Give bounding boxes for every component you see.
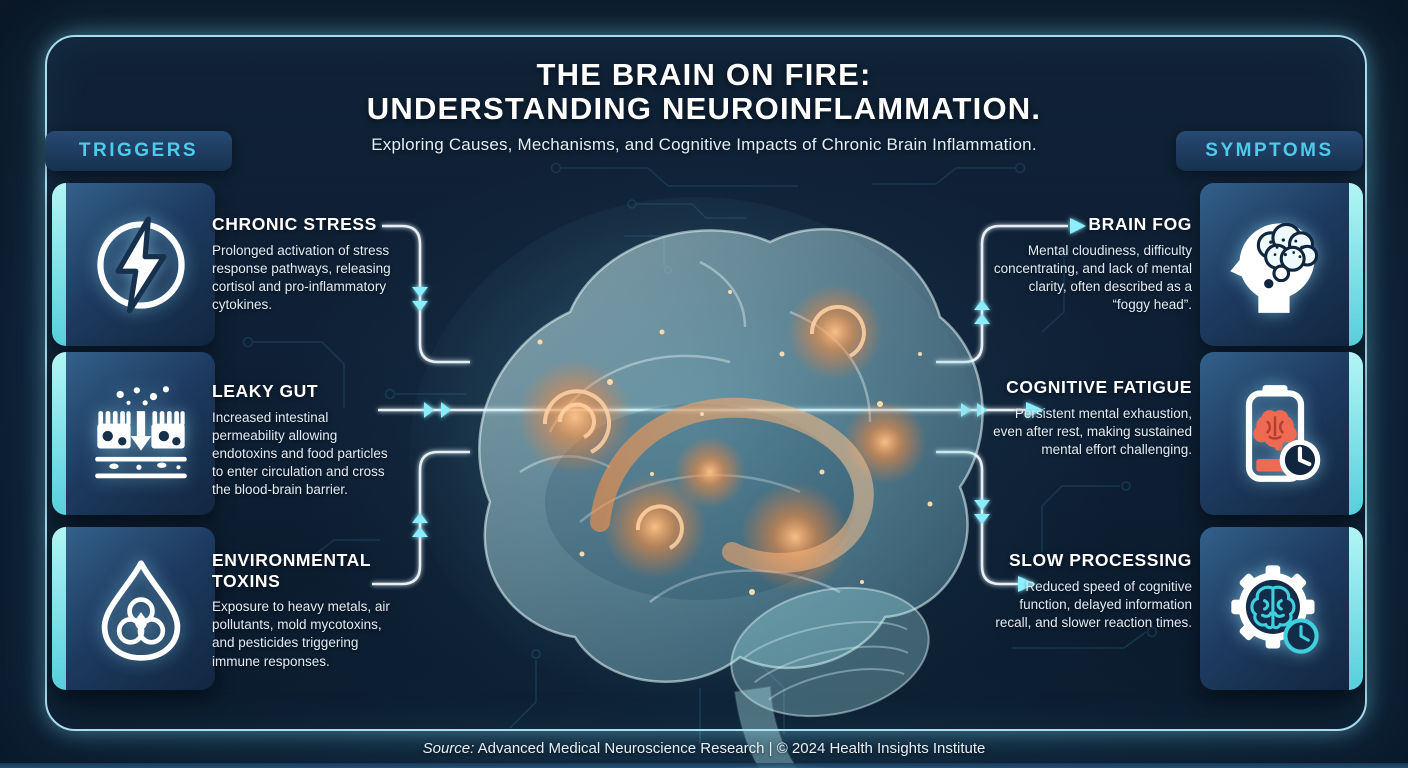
slow-processing-text: SLOW PROCESSING Reduced speed of cogniti…	[992, 550, 1192, 632]
page-subtitle: Exploring Causes, Mechanisms, and Cognit…	[371, 135, 1037, 155]
leaky-gut-title: LEAKY GUT	[212, 381, 319, 401]
chronic-stress-description: Prolonged activation of stress response …	[212, 242, 391, 312]
tile-accent-bar	[1349, 527, 1363, 690]
triggers-label: TRIGGERS	[45, 131, 232, 171]
tile-accent-bar	[1349, 183, 1363, 346]
symptoms-label: SYMPTOMS	[1176, 131, 1363, 171]
leaky-gut-description: Increased intestinal permeability allowi…	[212, 409, 388, 497]
brain-fog-description: Mental cloudiness, difficulty concentrat…	[993, 242, 1192, 312]
footer-separator: |	[768, 740, 773, 757]
tile-accent-bar	[52, 527, 66, 690]
environmental-toxins-title: ENVIRONMENTAL TOXINS	[212, 550, 371, 591]
environmental-toxins-description: Exposure to heavy metals, air pollutants…	[212, 599, 390, 669]
leaky-gut-tile	[52, 352, 215, 515]
cognitive-fatigue-description: Persistent mental exhaustion, even after…	[993, 405, 1192, 457]
intestinal-barrier-icon	[94, 385, 187, 478]
header: THE BRAIN ON FIRE: UNDERSTANDING NEUROIN…	[0, 57, 1408, 155]
environmental-toxins-text: ENVIRONMENTAL TOXINS Exposure to heavy m…	[212, 550, 398, 671]
brain-fog-tile	[1200, 183, 1363, 346]
tile-accent-bar	[1349, 352, 1363, 515]
cognitive-fatigue-text: COGNITIVE FATIGUE Persistent mental exha…	[992, 377, 1192, 459]
brain-fog-title: BRAIN FOG	[1088, 214, 1192, 234]
slow-processing-tile	[1200, 527, 1363, 690]
chronic-stress-title: CHRONIC STRESS	[212, 214, 377, 234]
bottom-edge-strip	[0, 763, 1408, 768]
page-title: THE BRAIN ON FIRE: UNDERSTANDING NEUROIN…	[0, 57, 1408, 127]
leaky-gut-text: LEAKY GUT Increased intestinal permeabil…	[212, 381, 398, 499]
chronic-stress-tile	[52, 183, 215, 346]
slow-processing-description: Reduced speed of cognitive function, del…	[995, 578, 1192, 630]
drained-battery-brain-icon	[1245, 384, 1320, 482]
tile-accent-bar	[52, 183, 66, 346]
footer-credit: Source: Advanced Medical Neuroscience Re…	[0, 740, 1408, 757]
biohazard-droplet-icon	[101, 559, 180, 661]
slow-processing-title: SLOW PROCESSING	[1008, 550, 1192, 570]
footer-source-label: Source:	[422, 740, 475, 757]
foggy-head-icon	[1229, 222, 1318, 313]
lightning-bolt-icon	[96, 216, 185, 313]
tile-accent-bar	[52, 352, 66, 515]
title-line2: UNDERSTANDING NEUROINFLAMMATION.	[366, 91, 1042, 127]
chronic-stress-text: CHRONIC STRESS Prolonged activation of s…	[212, 214, 398, 314]
cognitive-fatigue-tile	[1200, 352, 1363, 515]
gear-brain-clock-icon	[1230, 564, 1319, 654]
title-line1: THE BRAIN ON FIRE:	[536, 57, 872, 92]
footer-copyright: © 2024 Health Insights Institute	[772, 740, 986, 757]
footer-source-text: Advanced Medical Neuroscience Research	[474, 740, 769, 757]
cognitive-fatigue-title: COGNITIVE FATIGUE	[1006, 377, 1192, 397]
environmental-toxins-tile	[52, 527, 215, 690]
brain-fog-text: BRAIN FOG Mental cloudiness, difficulty …	[992, 214, 1192, 314]
